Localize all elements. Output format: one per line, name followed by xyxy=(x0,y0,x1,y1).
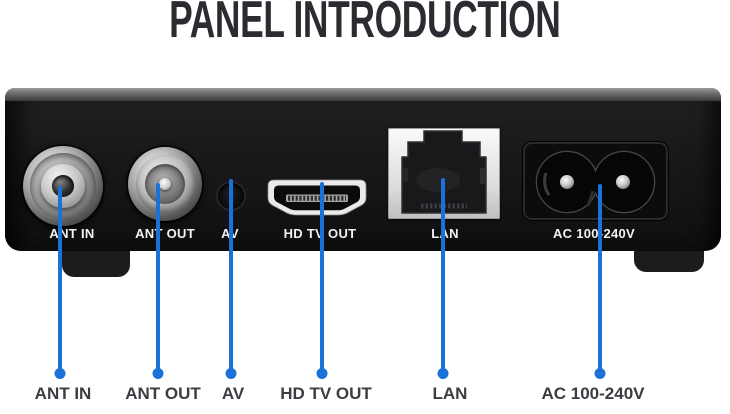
panel-label-ac: AC 100-240V xyxy=(552,226,636,241)
ant-in-socket-hole xyxy=(52,175,74,197)
ac-power-inlet-icon xyxy=(523,142,668,220)
callout-line-hd-tv-out xyxy=(320,182,324,374)
callout-label-lan: LAN xyxy=(432,384,468,403)
callout-line-av xyxy=(229,179,233,374)
ant-in-connector-icon xyxy=(23,146,103,226)
callout-line-lan xyxy=(441,178,445,374)
callout-line-ant-in xyxy=(58,186,62,374)
page-title: PANEL INTRODUCTION xyxy=(0,0,730,46)
callout-label-hd-tv-out: HD TV OUT xyxy=(280,384,372,403)
callout-line-ac xyxy=(598,184,602,374)
callout-label-ant-out: ANT OUT xyxy=(125,384,201,403)
panel-label-lan: LAN xyxy=(431,226,459,241)
hdmi-port-icon xyxy=(267,179,367,216)
callout-label-av: AV xyxy=(221,384,245,403)
ant-out-center-pin xyxy=(159,178,171,190)
panel-label-ant-out: ANT OUT xyxy=(135,226,195,241)
callout-line-ant-out xyxy=(156,183,160,374)
callout-label-ant-in: ANT IN xyxy=(34,384,92,403)
callout-label-ac: AC 100-240V xyxy=(541,384,645,403)
device-top-edge xyxy=(5,88,721,101)
ant-out-connector-icon xyxy=(128,147,202,221)
panel-label-ant-in: ANT IN xyxy=(49,226,95,241)
page-title-text: PANEL INTRODUCTION xyxy=(169,0,561,49)
